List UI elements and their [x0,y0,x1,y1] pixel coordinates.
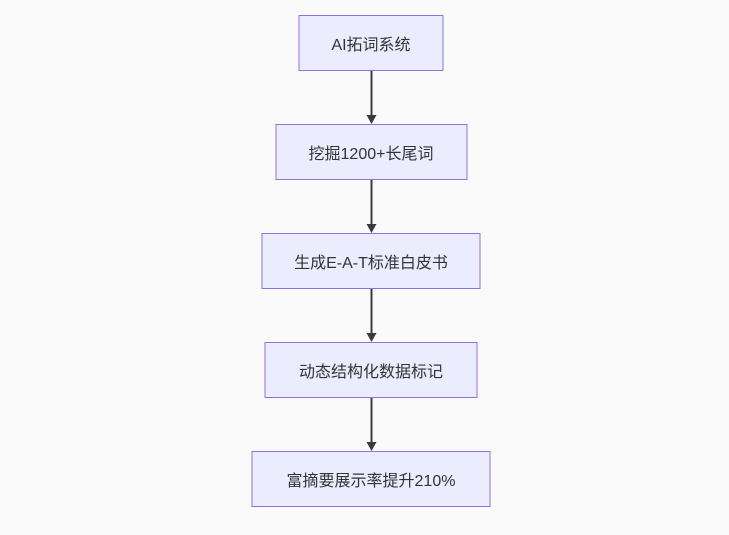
flowchart-node-structured-data-markup: 动态结构化数据标记 [264,342,478,398]
arrow-connector [366,289,376,342]
flowchart-node-eat-whitepaper: 生成E-A-T标准白皮书 [261,233,481,289]
node-label: 富摘要展示率提升210% [286,473,456,490]
flowchart-node-ai-word-expansion: AI拓词系统 [298,15,444,71]
arrow-shaft [370,71,372,115]
arrow-connector [366,71,376,124]
arrow-connector [366,398,376,451]
flowchart: AI拓词系统 挖掘1200+长尾词 生成E-A-T标准白皮书 动态结构化数据标记… [251,15,491,507]
arrow-shaft [370,398,372,442]
arrow-connector [366,180,376,233]
arrow-down-icon [366,115,376,124]
arrow-down-icon [366,224,376,233]
arrow-shaft [370,180,372,224]
node-label: 生成E-A-T标准白皮书 [294,255,448,272]
arrow-down-icon [366,442,376,451]
node-label: AI拓词系统 [331,37,411,54]
flowchart-node-rich-snippet-uplift: 富摘要展示率提升210% [251,451,491,507]
node-label: 动态结构化数据标记 [298,364,443,381]
node-label: 挖掘1200+长尾词 [308,146,434,163]
arrow-shaft [370,289,372,333]
flowchart-node-longtail-mining: 挖掘1200+长尾词 [275,124,467,180]
arrow-down-icon [366,333,376,342]
